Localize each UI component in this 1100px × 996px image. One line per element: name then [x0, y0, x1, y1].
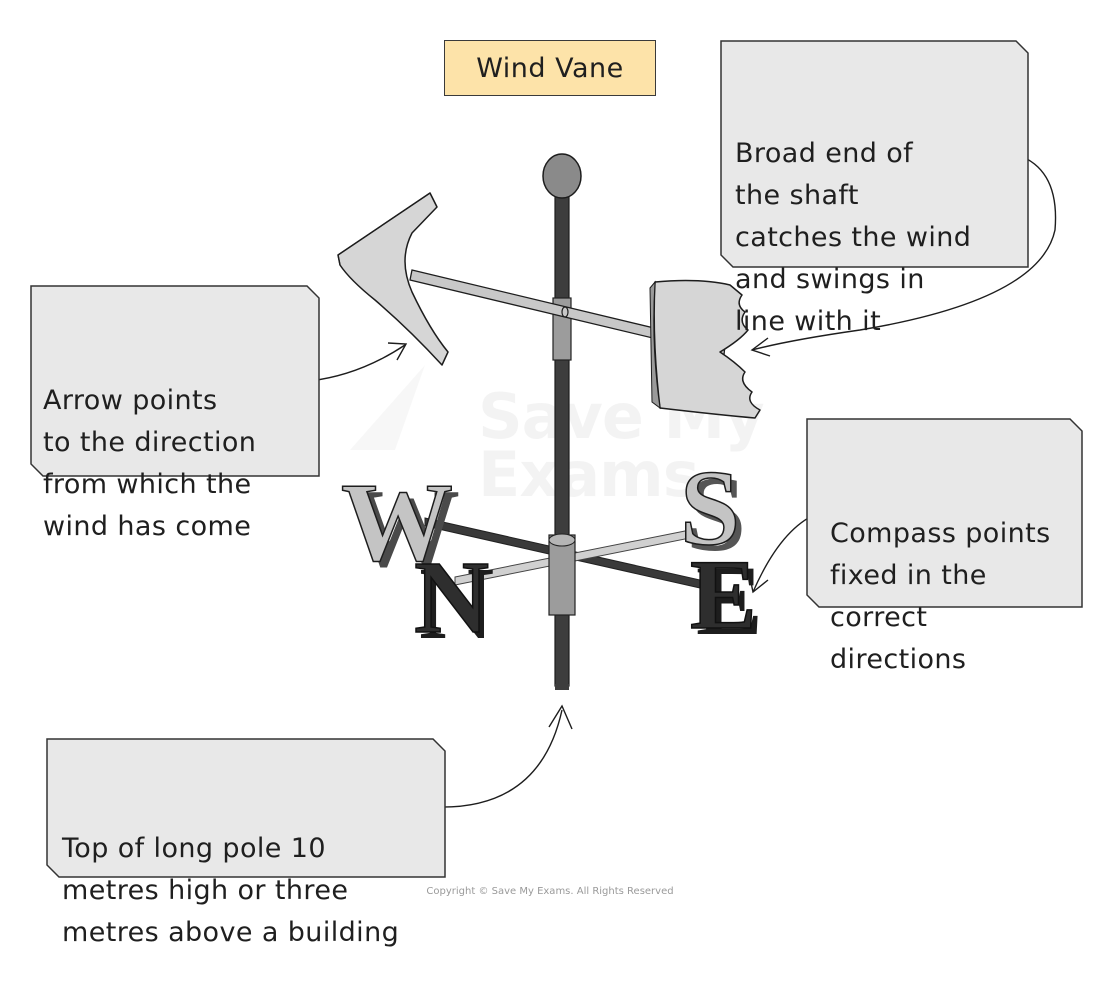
callout-box [30, 285, 320, 477]
letter-n-shadow: N [419, 546, 494, 661]
letter-e-shadow: E [696, 545, 763, 656]
lower-collar [548, 534, 576, 616]
wind-vane-diagram: Save My Exams [30, 40, 1083, 948]
wind-vane-illustration: W W N N S S E E [304, 150, 1057, 812]
pole-callout: Top of long pole 10 metres high or three… [46, 738, 446, 948]
pole [542, 153, 582, 690]
shaft-callout: Broad end of the shaft catches the wind … [720, 40, 1029, 337]
arrow-callout: Arrow points to the direction from which… [30, 285, 320, 542]
arrow-connector [309, 344, 406, 382]
letter-n: N [414, 540, 489, 655]
compass-connector-head [748, 572, 769, 594]
tail-fin [649, 279, 761, 419]
callout-box [720, 40, 1029, 268]
letter-s: S [680, 449, 740, 568]
watermark-logo-shape [350, 365, 425, 450]
arrow-head [337, 192, 449, 366]
letter-s-shadow: S [686, 455, 746, 574]
pole-connector-head [548, 704, 573, 730]
letter-w-shadow: W [348, 467, 460, 591]
letter-w: W [341, 461, 453, 585]
arrow-connector-head [387, 342, 408, 361]
shaft-connector-head [750, 337, 771, 357]
diagram-title: Wind Vane [444, 40, 656, 96]
pivot-pin [561, 306, 569, 318]
compass-callout: Compass points fixed in the correct dire… [806, 418, 1083, 675]
finial-ball [542, 153, 582, 199]
copyright-notice: Copyright © Save My Exams. All Rights Re… [426, 886, 674, 897]
callout-box [806, 418, 1083, 608]
letter-e: E [690, 539, 757, 650]
arrow-note-text: Arrow points to the direction from which… [43, 385, 257, 542]
compass-letters: W W N N S S E E [340, 448, 763, 661]
shaft-connector [751, 154, 1057, 351]
shaft-note-text: Broad end of the shaft catches the wind … [735, 138, 972, 337]
pole-connector [435, 709, 563, 808]
compass-note-text: Compass points fixed in the correct dire… [830, 518, 1051, 675]
callout-box [46, 738, 446, 878]
